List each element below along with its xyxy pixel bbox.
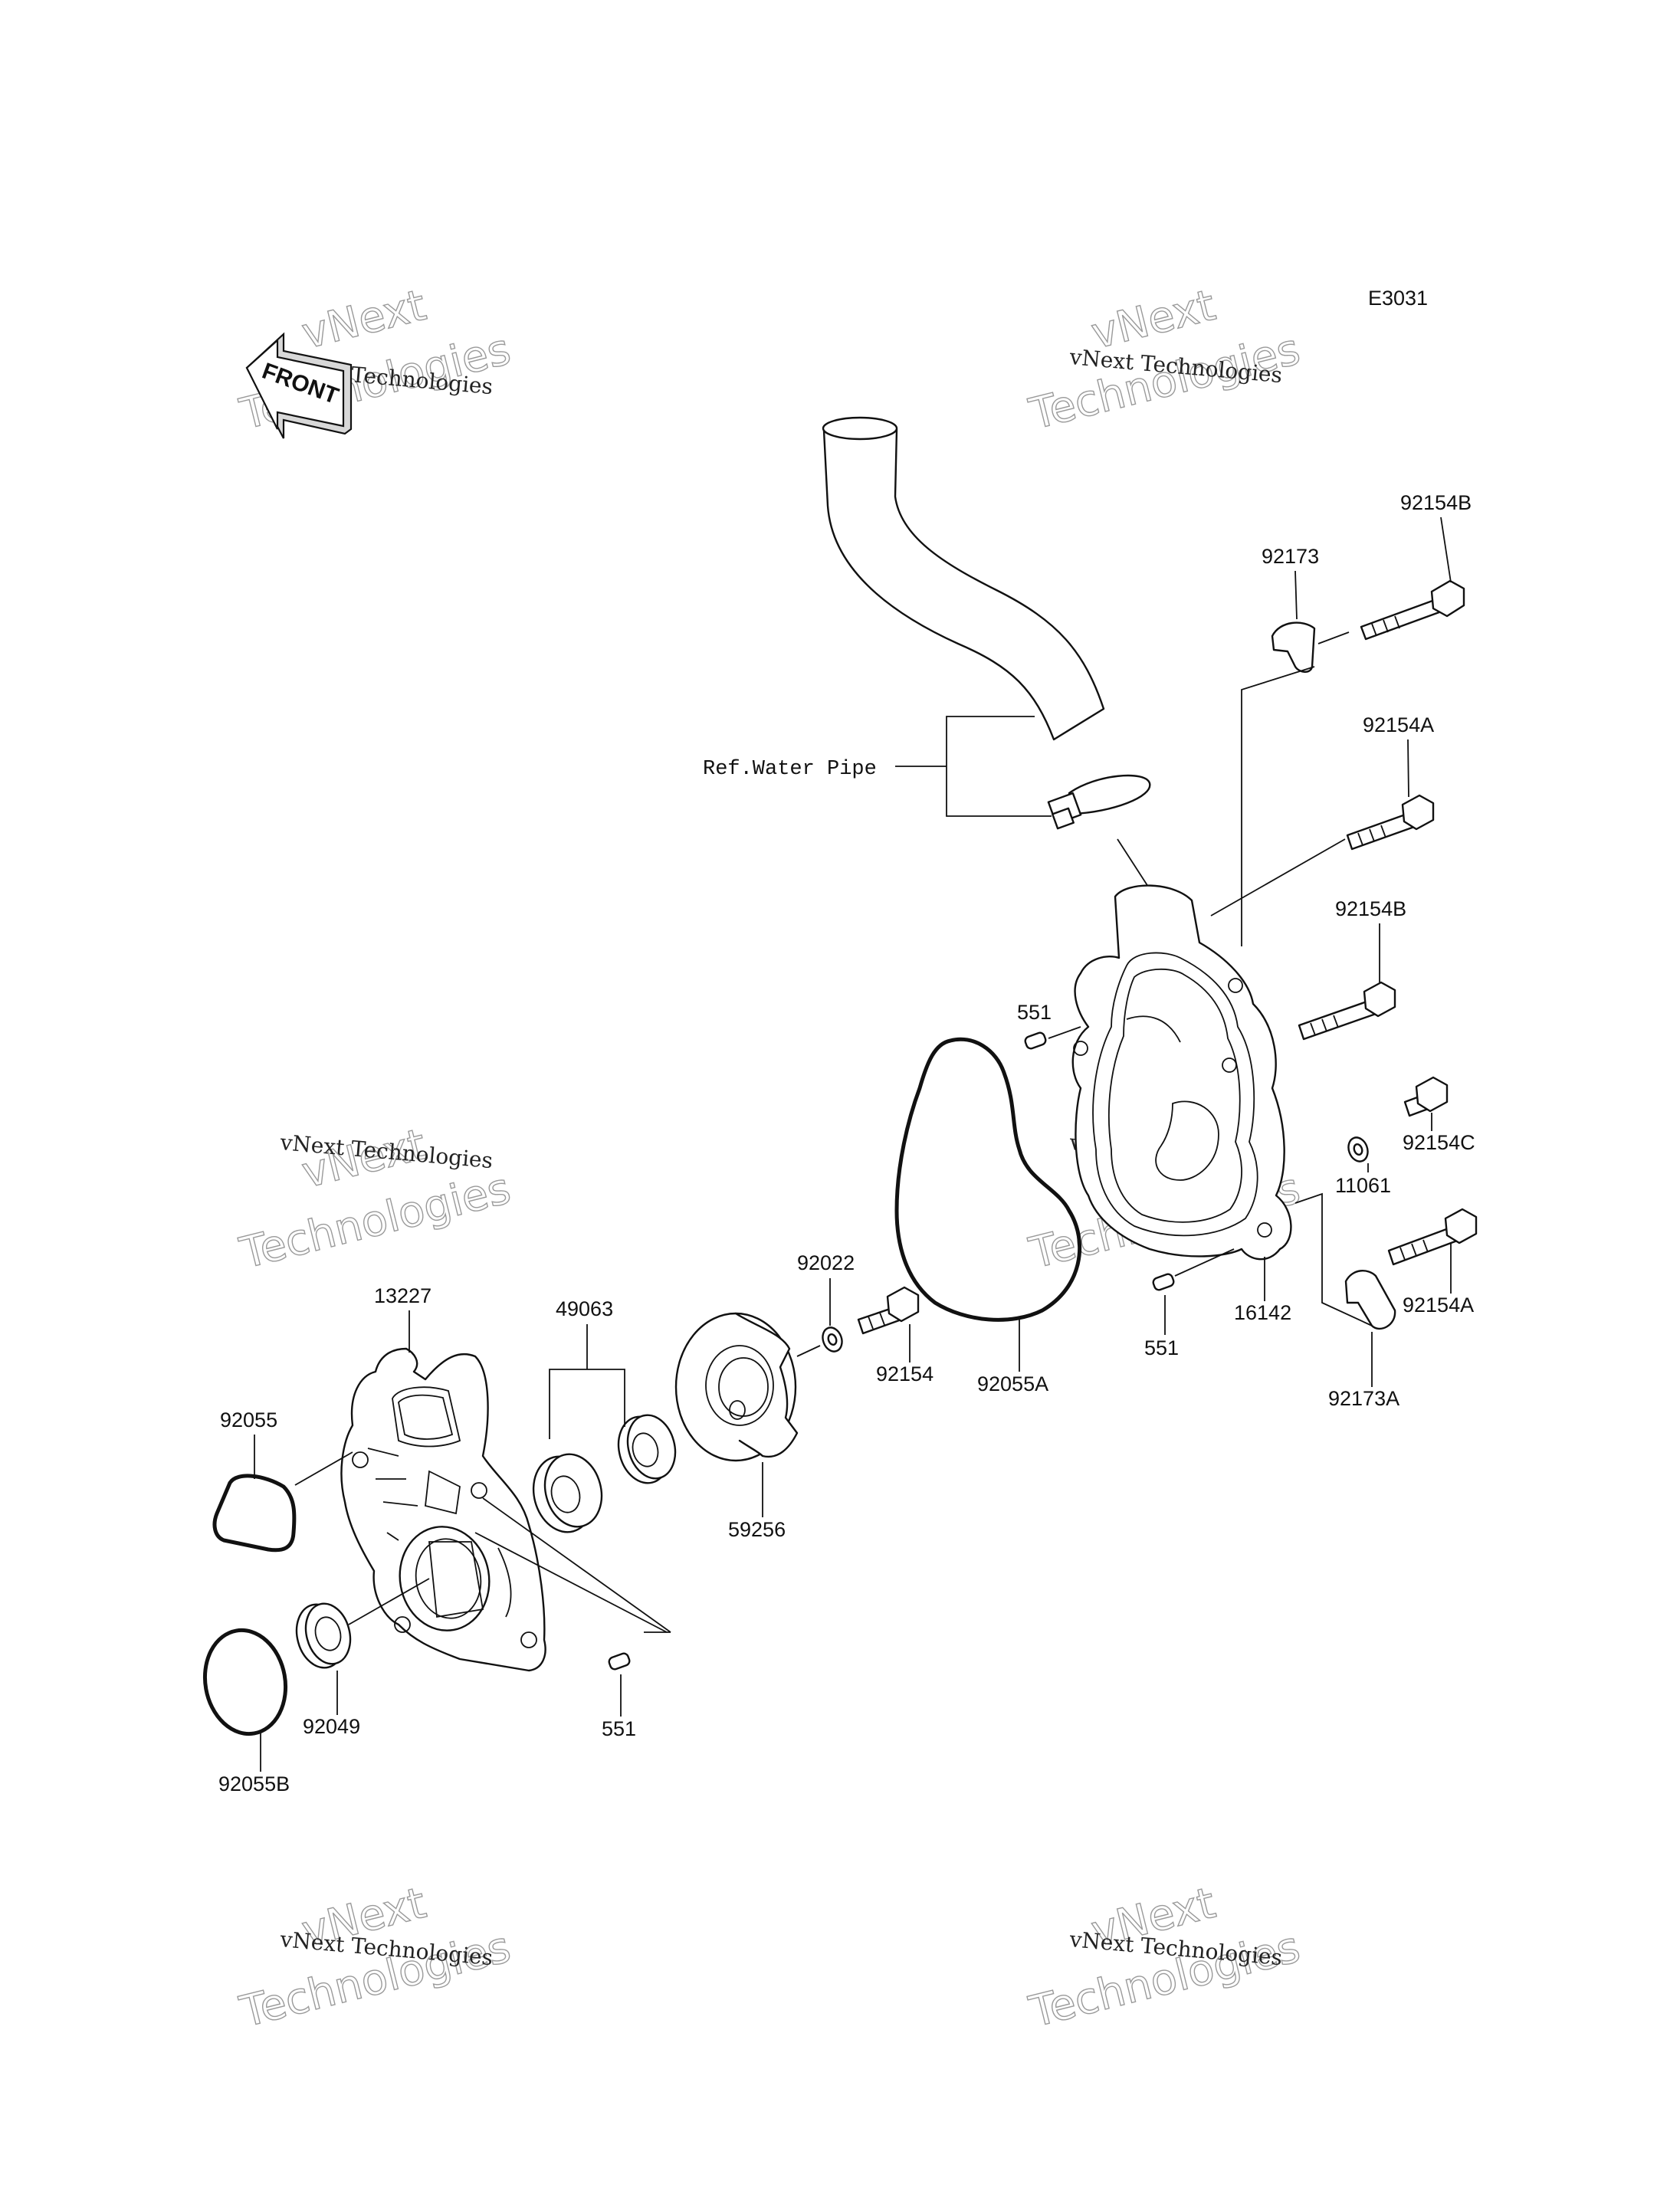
label-92154B-top: 92154B [1400,491,1472,514]
o-ring-92055 [212,1474,297,1553]
label-92022: 92022 [797,1251,855,1274]
label-92154B-mid: 92154B [1335,897,1406,920]
bolt-92154B-top [1360,579,1465,641]
label-92154A-top: 92154A [1363,713,1434,736]
leader-92049-b [348,1578,430,1625]
leader-body-hole [482,1497,671,1633]
label-49063: 49063 [556,1297,613,1320]
leader-551-right [1048,1026,1081,1039]
watermark-mid-left: vNext Technologies vNext Technologies [235,1119,516,1279]
leader-92173 [1294,570,1298,620]
leader-92154B-top-b [1317,631,1350,644]
pump-body-13227 [340,1347,546,1672]
label-92173A: 92173A [1328,1387,1399,1410]
clip-92173 [1271,621,1316,673]
label-92055: 92055 [220,1408,277,1431]
leader-49063 [549,1369,625,1439]
leader-92022-b [796,1345,821,1357]
bolt-92154 [857,1286,920,1335]
label-551-mid: 551 [1144,1336,1179,1359]
dowel-551-low [608,1652,631,1671]
leader-92154A-top [1407,739,1409,798]
label-92055A: 92055A [977,1372,1048,1395]
watermark-bottom-left: vNext Technologies vNext Technologies [235,1877,516,2038]
leader-92173A-stem [1294,1192,1373,1326]
bolt-92154A-low [1387,1208,1478,1266]
bolt-92154B-mid [1298,981,1396,1041]
ref-bracket-line [946,716,1052,817]
diagram-code: E3031 [1368,287,1428,310]
o-ring-92055B [202,1628,288,1736]
watermark-bottom-right: vNext Technologies vNext Technologies [1024,1877,1305,2038]
front-arrow-icon: FRONT [245,332,353,439]
bolt-92154A-top [1346,794,1435,851]
leader-92154B-top [1440,516,1452,583]
seal-49063-small [617,1414,677,1484]
seal-49063-large [532,1453,603,1533]
watermark-top-right: vNext Technologies vNext Technologies [1024,280,1305,440]
bolt-92154C [1403,1076,1449,1117]
washer-92022 [822,1326,843,1353]
label-551-right: 551 [1017,1001,1052,1024]
ref-water-pipe-label: Ref.Water Pipe [703,758,877,781]
label-92154C: 92154C [1403,1131,1475,1154]
pump-cover-16142 [1071,838,1292,1261]
dowel-551-right [1024,1031,1047,1050]
impeller-59256 [674,1312,799,1462]
dowel-551-mid [1152,1273,1175,1291]
water-pipe-hose [822,416,1105,741]
label-11061: 11061 [1335,1174,1391,1197]
label-16142: 16142 [1234,1301,1291,1324]
o-ring-92055A [894,1037,1082,1322]
clip-92173A [1344,1270,1396,1330]
leader-92154A-top-b [1210,838,1346,917]
leader-551-mid-b [1174,1248,1235,1277]
leader-92055-b [294,1451,353,1486]
label-92055B: 92055B [218,1772,290,1795]
oil-seal-92049 [295,1602,352,1669]
leader-92173-stem [1241,666,1315,946]
label-551-low: 551 [602,1717,636,1740]
label-92173: 92173 [1262,545,1319,568]
label-92154: 92154 [876,1362,934,1385]
label-13227: 13227 [374,1284,431,1307]
leader-body-bore [474,1532,668,1633]
label-92154A-low: 92154A [1403,1294,1474,1317]
washer-11061 [1347,1136,1369,1162]
label-59256: 59256 [728,1518,786,1541]
label-92049: 92049 [303,1715,360,1738]
hose-clamp [1047,774,1151,830]
